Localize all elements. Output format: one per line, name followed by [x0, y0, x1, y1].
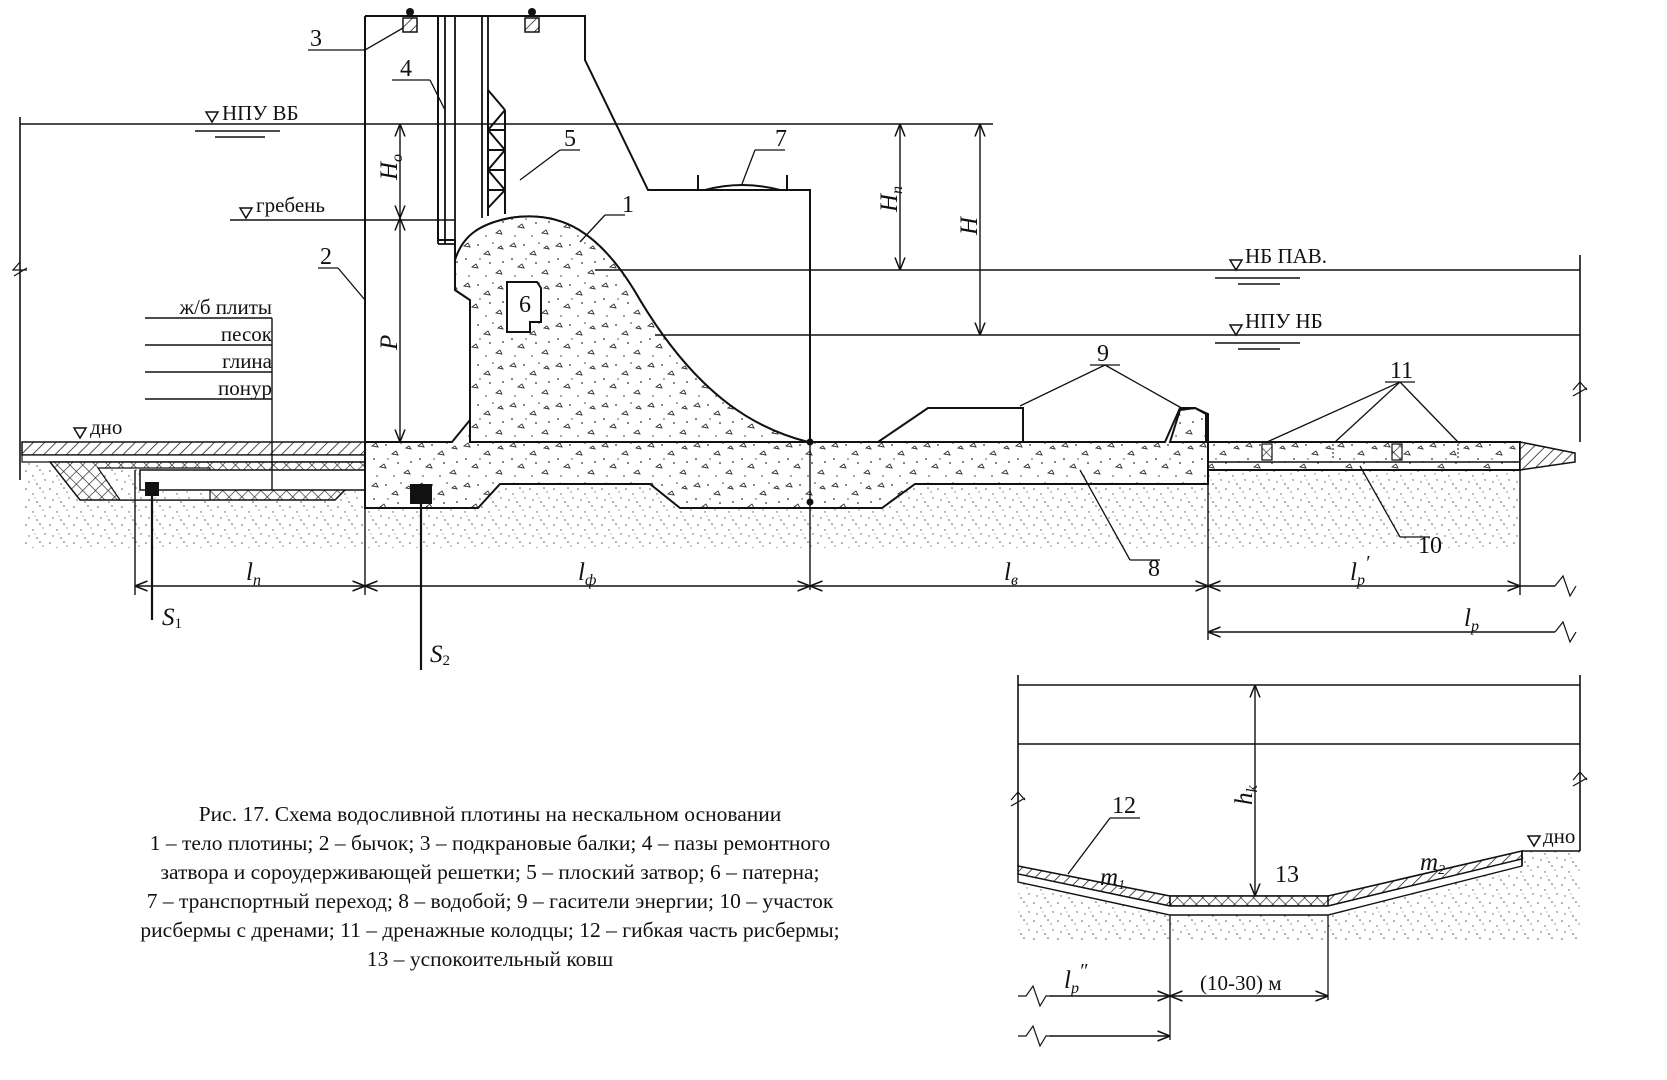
transport-crossing	[697, 175, 788, 191]
layer-label: понур	[218, 376, 272, 400]
part-number: 10	[1418, 533, 1442, 559]
part-leaders	[308, 27, 1459, 561]
caption-line: 1 – тело плотины; 2 – бычок; 3 – подкран…	[149, 831, 831, 855]
dim-l-p: lp	[1464, 605, 1479, 635]
figure-caption: Рис. 17. Схема водосливной плотины на не…	[0, 800, 980, 974]
part-number: 12	[1112, 793, 1136, 819]
dim-H-n: Hn	[876, 186, 906, 213]
caption-line: 13 – успокоительный ковш	[366, 947, 614, 971]
layer-label: глина	[222, 349, 273, 373]
layer-label: песок	[221, 322, 273, 346]
label-greben: гребень	[256, 193, 325, 217]
downstream-levels	[595, 255, 1588, 442]
part-number: 6	[519, 292, 531, 318]
dim-l-p-dprime: lp″	[1064, 960, 1088, 997]
crane-beams	[402, 8, 540, 33]
label-npu-vb: НПУ ВБ	[222, 101, 299, 125]
part-number: 9	[1097, 341, 1109, 367]
part-number: 2	[320, 244, 332, 270]
dim-P: P	[376, 335, 403, 351]
part-number: 1	[622, 192, 634, 218]
joint-dots	[806, 438, 814, 506]
gate-slots	[437, 16, 489, 245]
part-number: 4	[400, 56, 412, 82]
layer-label: ж/б плиты	[178, 295, 272, 319]
dim-l-v: lв	[1004, 559, 1018, 589]
dim-m2: m2	[1420, 849, 1445, 878]
part-number: 13	[1275, 862, 1299, 888]
part-number: 7	[775, 126, 787, 152]
stilling-basin-detail	[1010, 675, 1588, 1048]
part-number: 8	[1148, 556, 1160, 582]
label-dno: дно	[90, 415, 122, 439]
cutoff-s1-block	[145, 482, 159, 496]
dim-h-k: hk	[1231, 785, 1261, 806]
gallery	[506, 281, 542, 333]
flat-gate	[487, 89, 506, 216]
part-number: 3	[310, 26, 322, 52]
caption-line: 7 – транспортный переход; 8 – водобой; 9…	[146, 889, 834, 913]
dim-l-f: lф	[578, 559, 596, 589]
label-npu-nb: НПУ НБ	[1245, 309, 1323, 333]
dim-m1: m1	[1100, 864, 1125, 893]
label-dno-right: дно	[1543, 824, 1575, 848]
part-number: 11	[1390, 358, 1413, 384]
dim-S2: S2	[430, 641, 450, 669]
dim-l-p-prime: lp′	[1350, 552, 1370, 589]
spillway-crest	[454, 215, 809, 443]
caption-line: затвора и сороудерживающей решетки; 5 – …	[160, 860, 820, 884]
caption-line: рисбермы с дренами; 11 – дренажные колод…	[140, 918, 840, 942]
level-markers	[72, 111, 1300, 440]
label-nb-pav: НБ ПАВ.	[1245, 244, 1327, 268]
riprap-drain-section	[1207, 441, 1576, 471]
part-number: 5	[564, 126, 576, 152]
energy-dissipators	[874, 406, 1207, 443]
dimension-lines	[134, 124, 1577, 644]
upstream-reservoir	[11, 117, 993, 480]
dim-H: H	[956, 215, 983, 236]
dim-S1: S1	[162, 604, 182, 632]
dim-l-n: ln	[246, 559, 261, 589]
caption-title: Рис. 17. Схема водосливной плотины на не…	[198, 802, 782, 826]
upstream-apron	[21, 441, 373, 501]
dim-H-o: Ho	[376, 154, 406, 181]
dim-bucket-width: (10-30) м	[1200, 971, 1282, 995]
